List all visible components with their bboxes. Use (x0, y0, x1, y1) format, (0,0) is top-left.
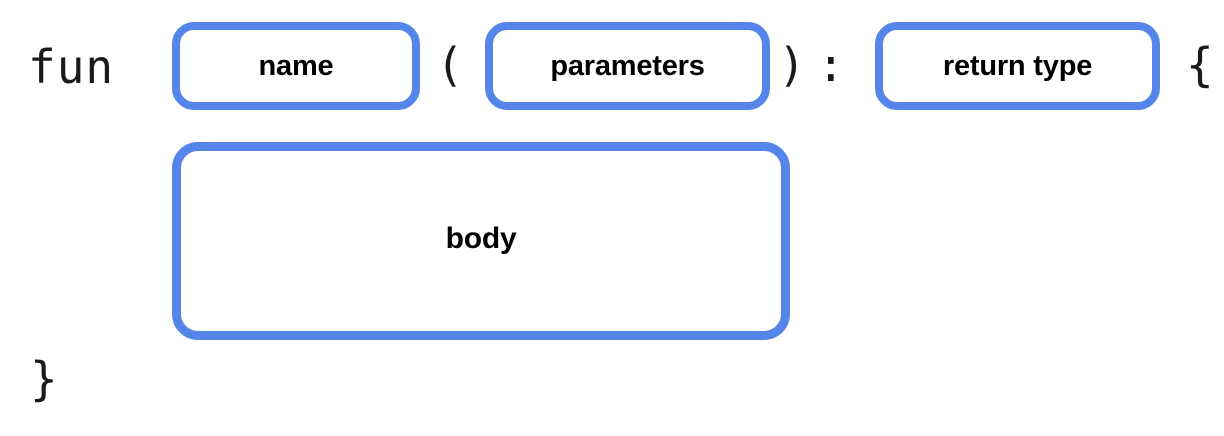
slot-return-type[interactable]: return type (875, 22, 1160, 110)
paren-close-token: ) (778, 38, 806, 92)
slot-body-label: body (445, 222, 517, 255)
paren-open-token: ( (436, 38, 464, 92)
slot-name[interactable]: name (172, 22, 420, 110)
keyword-fun: fun (28, 40, 115, 94)
brace-open-token: { (1186, 38, 1214, 92)
slot-name-label: name (258, 49, 334, 82)
slot-return-type-label: return type (942, 49, 1093, 82)
slot-body[interactable]: body (172, 142, 790, 340)
slot-parameters-label: parameters (550, 49, 705, 82)
colon-token: : (817, 38, 845, 92)
brace-close-token: } (30, 352, 58, 406)
slot-parameters[interactable]: parameters (485, 22, 770, 110)
